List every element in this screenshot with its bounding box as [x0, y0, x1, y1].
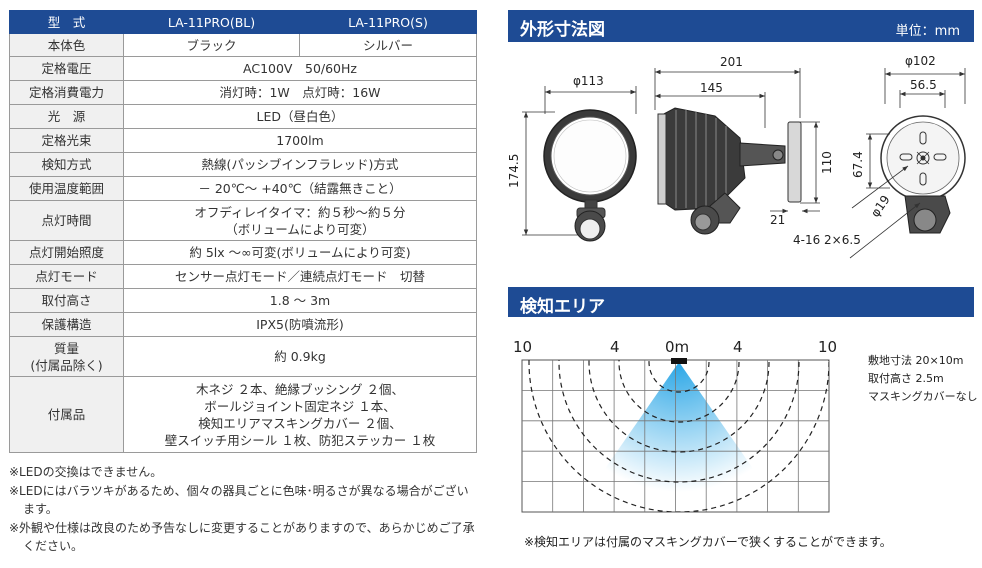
detection-fan [575, 362, 783, 512]
row-label: 本体色 [9, 33, 124, 57]
dimensions-title: 外形寸法図 [520, 20, 605, 40]
row-value: 1700lm [123, 128, 477, 153]
table-row: 定格電圧 AC100V 50/60Hz [9, 56, 477, 81]
row-value: オフディレイタイマ：約５秒～約５分 （ボリュームにより可変） [123, 200, 477, 241]
row-value: 約 0.9kg [123, 336, 477, 377]
spec-table: 型 式 LA-11PRO(BL) LA-11PRO(S) 本体色 ブラック シル… [9, 10, 477, 453]
table-row: 取付高さ 1.8 ～ 3m [9, 288, 477, 313]
row-label: 点灯開始照度 [9, 240, 124, 265]
area-header: 検知エリア [508, 287, 974, 317]
row-value: 熱線(パッシブインフラレッド)方式 [123, 152, 477, 177]
row-label: 使用温度範囲 [9, 176, 124, 201]
row-value: 木ネジ ２本、絶縁ブッシング ２個、 ボールジョイント固定ネジ １本、 検知エリ… [123, 376, 477, 453]
area-note: ※検知エリアは付属のマスキングカバーで狭くすることができます。 [524, 535, 892, 549]
dim-slot: 4-16 2×6.5 [793, 233, 861, 247]
table-row: 点灯開始照度 約 5lx ～∞可変(ボリュームにより可変) [9, 240, 477, 265]
table-row: 点灯時間 オフディレイタイマ：約５秒～約５分 （ボリュームにより可変） [9, 200, 477, 241]
dim-w145: 145 [700, 81, 723, 95]
row-value: 1.8 ～ 3m [123, 288, 477, 313]
side-view [654, 68, 820, 235]
table-row: 保護構造 IPX5(防噴流形) [9, 312, 477, 337]
table-header-row: 型 式 LA-11PRO(BL) LA-11PRO(S) [9, 10, 477, 34]
row-label: 定格消費電力 [9, 80, 124, 105]
dim-h67: 67.4 [851, 151, 865, 178]
dimensions-unit: 単位：mm [895, 24, 960, 39]
area-legend: 敷地寸法 20×10m 取付高さ 2.5m マスキングカバーなし [868, 352, 978, 406]
back-view [849, 68, 966, 259]
axis-label: 10 [513, 338, 532, 356]
dim-d113: φ113 [573, 74, 604, 88]
note-item: ※外観や仕様は改良のため予告なしに変更することがありますので、あらかじめご了承く… [9, 520, 475, 554]
dim-d19: φ19 [868, 193, 893, 220]
table-row: 定格光束 1700lm [9, 128, 477, 153]
area-title: 検知エリア [520, 297, 605, 317]
grid-lines [522, 360, 829, 512]
header-model-bl: LA-11PRO(BL) [123, 10, 300, 34]
dim-h174: 174.5 [507, 154, 521, 188]
table-row: 光 源 LED（昼白色） [9, 104, 477, 129]
row-value: AC100V 50/60Hz [123, 56, 477, 81]
row-label: 付属品 [9, 376, 124, 453]
axis-label: 4 [610, 338, 620, 356]
header-model: 型 式 [9, 10, 124, 34]
dim-h110: 110 [820, 151, 834, 174]
row-value: LED（昼白色） [123, 104, 477, 129]
range-arcs [528, 360, 829, 512]
dimensions-header: 外形寸法図 単位：mm [508, 10, 974, 42]
notes: ※LEDの交換はできません。 ※LEDにはバラツキがあるため、個々の器具ごとに色… [9, 463, 479, 556]
table-row: 質量 (付属品除く) 約 0.9kg [9, 336, 477, 377]
note-item: ※LEDの交換はできません。 [9, 465, 163, 479]
row-value: シルバー [299, 33, 477, 57]
row-value: IPX5(防噴流形) [123, 312, 477, 337]
dim-w201: 201 [720, 55, 743, 69]
legend-line: 取付高さ 2.5m [868, 372, 944, 385]
table-row: 付属品 木ネジ ２本、絶縁ブッシング ２個、 ボールジョイント固定ネジ １本、 … [9, 376, 477, 453]
detection-area-chart: 10 4 0m 4 10 [513, 338, 837, 513]
table-row: 使用温度範囲 － 20℃～ +40℃（結露無きこと） [9, 176, 477, 201]
row-label: 検知方式 [9, 152, 124, 177]
note-item: ※LEDにはバラツキがあるため、個々の器具ごとに色味･明るさが異なる場合がござい… [9, 483, 469, 517]
row-value: センサー点灯モード／連続点灯モード 切替 [123, 264, 477, 289]
table-row: 点灯モード センサー点灯モード／連続点灯モード 切替 [9, 264, 477, 289]
header-model-s: LA-11PRO(S) [299, 10, 477, 34]
row-label: 質量 (付属品除く) [9, 336, 124, 377]
table-row: 検知方式 熱線(パッシブインフラレッド)方式 [9, 152, 477, 177]
front-view [522, 86, 637, 242]
row-label: 定格電圧 [9, 56, 124, 81]
table-row: 本体色 ブラック シルバー [9, 33, 477, 57]
row-label: 定格光束 [9, 128, 124, 153]
dim-d102: φ102 [905, 54, 936, 68]
table-row: 定格消費電力 消灯時：1W 点灯時：16W [9, 80, 477, 105]
axis-label: 4 [733, 338, 743, 356]
row-label: 点灯モード [9, 264, 124, 289]
sensor-marker [671, 358, 687, 364]
dimension-drawing: φ113 201 145 174.5 110 21 4-16 2×6.5 φ10… [507, 54, 966, 259]
legend-line: マスキングカバーなし [868, 390, 978, 403]
axis-label: 10 [818, 338, 837, 356]
legend-line: 敷地寸法 20×10m [868, 354, 964, 367]
row-value: 約 5lx ～∞可変(ボリュームにより可変) [123, 240, 477, 265]
dim-w21: 21 [770, 213, 785, 227]
axis-label: 0m [665, 338, 689, 356]
row-value: － 20℃～ +40℃（結露無きこと） [123, 176, 477, 201]
row-label: 保護構造 [9, 312, 124, 337]
row-label: 取付高さ [9, 288, 124, 313]
row-label: 光 源 [9, 104, 124, 129]
row-value: ブラック [123, 33, 300, 57]
row-label: 点灯時間 [9, 200, 124, 241]
row-value: 消灯時：1W 点灯時：16W [123, 80, 477, 105]
dim-w56: 56.5 [910, 78, 937, 92]
